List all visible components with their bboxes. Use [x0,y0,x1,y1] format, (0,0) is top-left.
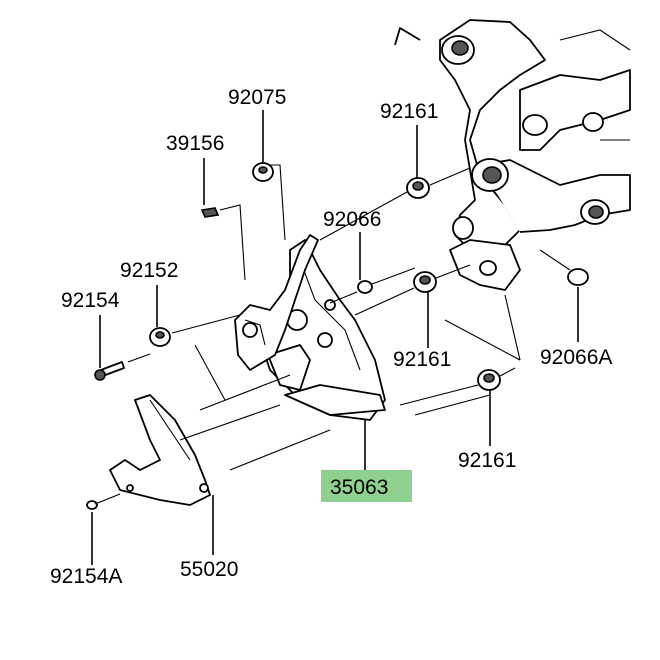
label-39156: 39156 [166,132,224,155]
label-92154A: 92154A [50,565,122,588]
label-92154: 92154 [61,289,120,312]
label-92066A: 92066A [540,346,612,369]
label-92161-low: 92161 [458,449,516,472]
label-92075: 92075 [228,86,286,109]
part-labels: 92075 39156 92161 92066 92152 92154 9216… [50,86,612,588]
label-92066: 92066 [323,208,381,231]
label-92152: 92152 [120,259,178,282]
label-35063: 35063 [330,476,388,499]
small-parts [86,162,589,510]
label-55020: 55020 [180,558,238,581]
frame-structure [394,19,631,291]
highlight-box [321,470,412,502]
label-92161-top: 92161 [380,100,438,123]
leader-lines [91,110,579,565]
cover-55020 [109,394,211,506]
label-92161-mid: 92161 [393,348,451,371]
bracket-left-assembly [234,234,319,371]
